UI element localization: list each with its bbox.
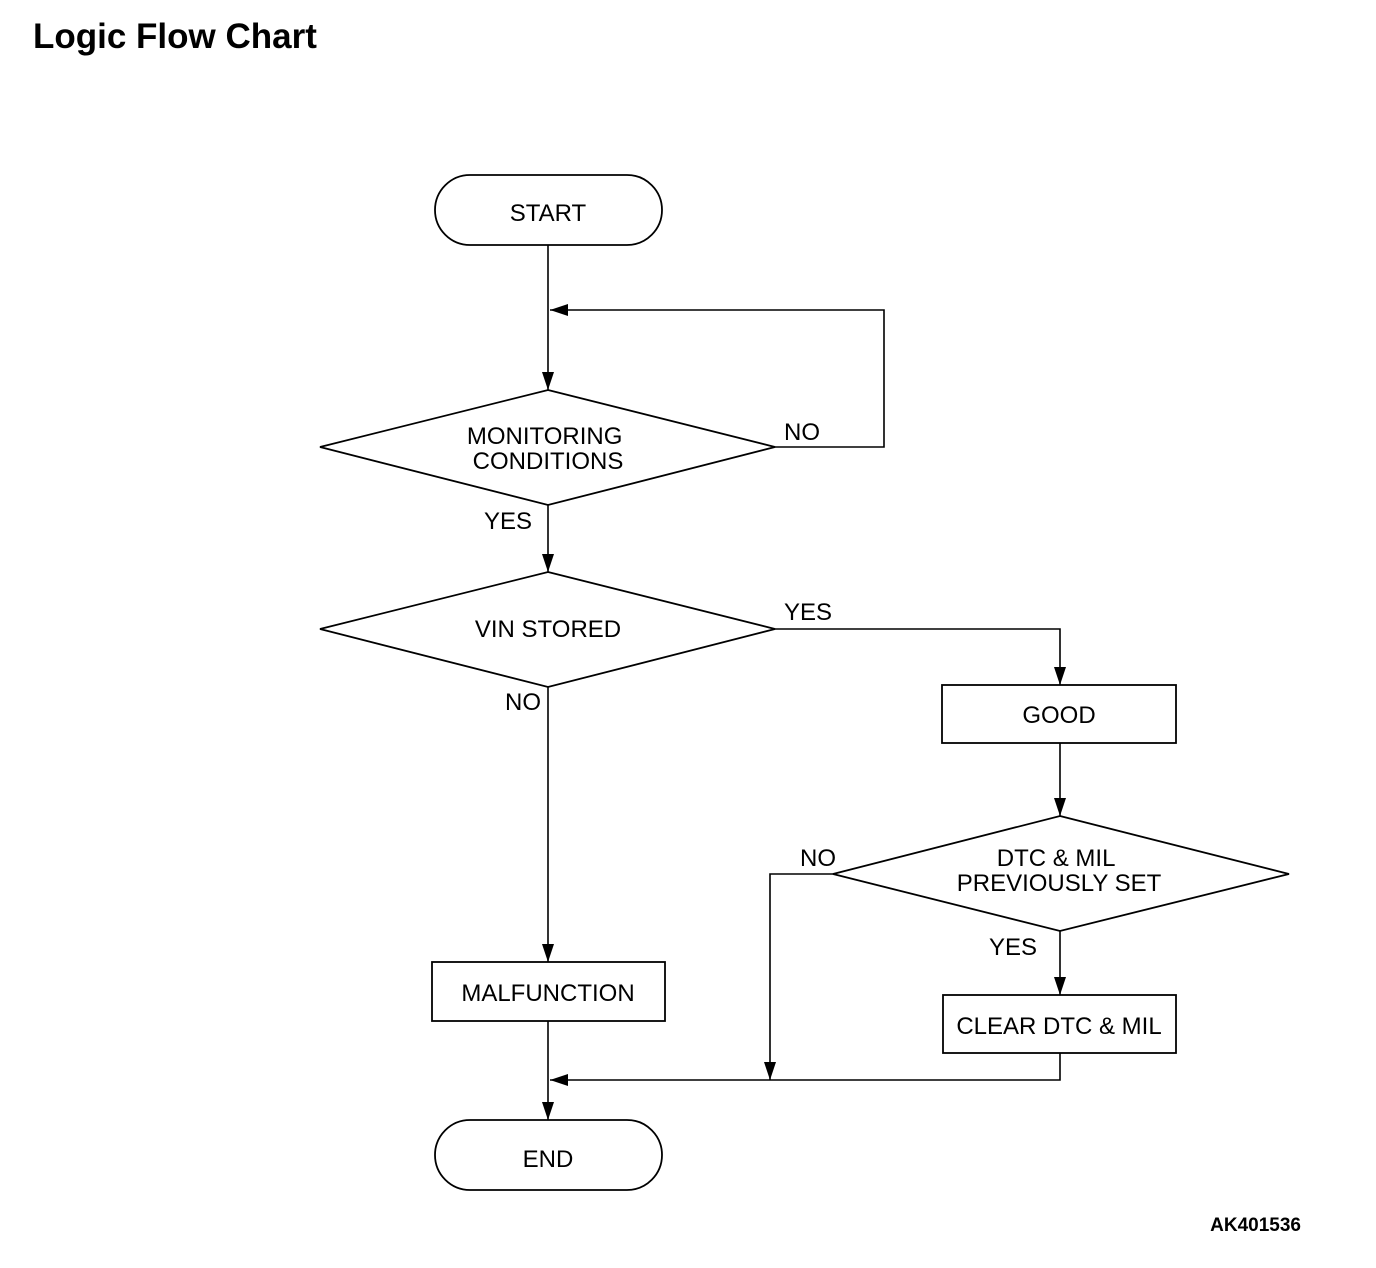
process-clear-dtc-mil-label: CLEAR DTC & MIL	[956, 1013, 1161, 1040]
connector-dtc-no-to-merge	[764, 873, 833, 1080]
process-malfunction-label: MALFUNCTION	[461, 980, 634, 1007]
decision-monitoring-conditions-label: MONITORING CONDITIONS	[467, 423, 629, 475]
monitoring-label-line-1: MONITORING	[467, 423, 623, 450]
process-clear-dtc-mil	[942, 994, 1177, 1054]
edge-label-dtc-yes: YES	[989, 934, 1037, 961]
figure-id: AK401536	[1210, 1215, 1301, 1236]
process-good-label: GOOD	[1022, 702, 1095, 729]
connector-clear-to-end	[550, 1053, 1061, 1086]
edge-label-vin-no: NO	[505, 689, 541, 716]
edge-label-dtc-no: NO	[800, 845, 836, 872]
edge-label-monitoring-no: NO	[784, 419, 820, 446]
decision-dtc-mil-label: DTC & MIL PREVIOUSLY SET	[957, 845, 1162, 897]
connector-monitoring-no-loop	[550, 304, 885, 448]
monitoring-label-line-2: CONDITIONS	[473, 448, 624, 475]
edge-label-vin-yes: YES	[784, 599, 832, 626]
connector-vin-yes-to-good	[775, 628, 1066, 685]
decision-vin-stored-label: VIN STORED	[475, 616, 621, 643]
end-label: END	[523, 1146, 574, 1173]
dtc-label-line-2: PREVIOUSLY SET	[957, 870, 1162, 897]
edge-label-monitoring-yes: YES	[484, 508, 532, 535]
end-terminal	[434, 1119, 663, 1191]
start-label: START	[510, 200, 587, 227]
dtc-label-line-1: DTC & MIL	[997, 845, 1115, 872]
page-title: Logic Flow Chart	[33, 17, 317, 56]
process-good	[941, 684, 1177, 744]
process-malfunction	[431, 961, 666, 1022]
